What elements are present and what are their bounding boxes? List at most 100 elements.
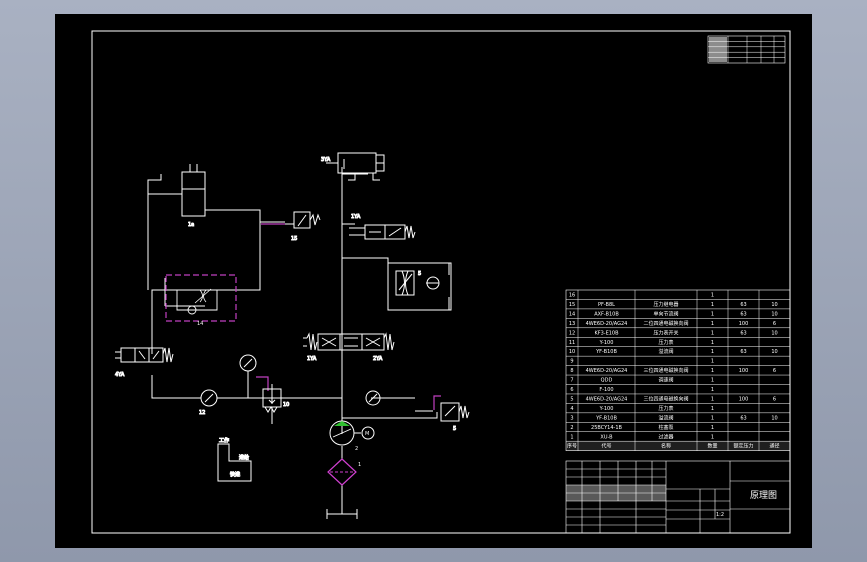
bom-row: 10 YF-B10B 溢流阀 1 63 10 xyxy=(569,348,778,355)
bom-cell: 名称 xyxy=(661,443,671,450)
bom-cell: 4 xyxy=(570,406,573,412)
bom-cell: 溢流阀 xyxy=(658,348,673,355)
label-valve-right: 5 xyxy=(453,426,456,432)
bom-cell: 1 xyxy=(711,396,714,402)
drawing-title: 原理图 xyxy=(750,490,777,501)
pressure-switch: 15 xyxy=(261,211,321,243)
throttle-check-valve-14: 14 xyxy=(165,274,237,327)
bom-cell: 三位四通电磁换向阀 xyxy=(643,367,688,374)
pump-motor: M 2 xyxy=(329,420,375,452)
label-relief-10: 10 xyxy=(283,402,289,408)
bom-cell: 1 xyxy=(711,293,714,299)
label-dir-valve-b: 2YA xyxy=(373,356,383,362)
label-motor: M xyxy=(365,431,369,437)
bom-cell: 三位四通电磁换向阀 xyxy=(643,395,688,402)
solenoid-valve-upper: 1YA xyxy=(349,214,416,240)
bom-cell: 7 xyxy=(570,378,573,384)
bom-cell: 1 xyxy=(711,311,714,317)
drawing-scale: 1:2 xyxy=(716,512,724,518)
bom-cell: 二位四通电磁换向阀 xyxy=(643,320,688,327)
bom-cell: 调速阀 xyxy=(658,377,673,384)
bom-cell: 6 xyxy=(773,321,776,327)
bom-cell: 1 xyxy=(711,415,714,421)
directional-valve-main: 1YA 2YA xyxy=(303,332,395,363)
bom-cell: 63 xyxy=(740,302,746,308)
bom-cell: 10 xyxy=(771,330,777,336)
bom-cell: 1 xyxy=(711,368,714,374)
bom-cell: 溢流阀 xyxy=(658,414,673,421)
bom-cell: 63 xyxy=(740,311,746,317)
bom-cell: 15 xyxy=(569,302,575,308)
bom-cell: 63 xyxy=(740,330,746,336)
bom-cell: 4WE6D-20/AG24 xyxy=(586,321,628,327)
bom-cell: F-100 xyxy=(599,387,613,393)
bom-cell: 10 xyxy=(771,415,777,421)
bom-cell: 1 xyxy=(711,359,714,365)
bom-cell: 100 xyxy=(739,321,749,327)
revision-table xyxy=(707,35,786,64)
bom-cell: YF-B10B xyxy=(595,415,617,421)
bom-row: 13 4WE6D-20/AG24 二位四通电磁换向阀 1 100 6 xyxy=(569,320,776,327)
bom-cell: 压力表 xyxy=(658,339,673,346)
workpiece-sketch: 工作 进给 快进 xyxy=(217,437,252,482)
label-feed: 进给 xyxy=(239,454,249,461)
bom-cell: 100 xyxy=(739,368,749,374)
solenoid-valve-right: 5 xyxy=(433,395,470,433)
bom-cell: 9 xyxy=(570,359,573,365)
bom-cell: 10 xyxy=(771,349,777,355)
bom-cell: 额定压力 xyxy=(733,443,753,450)
bom-cell: 100 xyxy=(739,396,749,402)
bom-cell: 1 xyxy=(711,378,714,384)
bom-cell: Y-100 xyxy=(599,340,614,346)
relief-valve-10: 10 xyxy=(256,376,290,424)
filter: 1 xyxy=(327,458,361,486)
hydraulic-schematic: 1a 15 14 xyxy=(91,30,791,534)
drawing-sheet: 1a 15 14 xyxy=(55,14,812,548)
bom-cell: 4WE6D-20/AG24 xyxy=(586,368,628,374)
bom-cell: XU-B xyxy=(600,434,613,440)
bom-cell: 1 xyxy=(711,425,714,431)
bom-cell: 1 xyxy=(711,330,714,336)
bom-cell: 1 xyxy=(711,349,714,355)
label-work-box: 工作 xyxy=(219,437,229,444)
bom-cell: 63 xyxy=(740,349,746,355)
bom-cell: 1 xyxy=(711,321,714,327)
speed-control-valve: 5 xyxy=(387,262,452,311)
bom-cell: 1 xyxy=(711,340,714,346)
bom-cell: Y-100 xyxy=(599,406,614,412)
bom-cell: 1 xyxy=(711,406,714,412)
bom-cell: 单向节流阀 xyxy=(653,310,678,317)
solenoid-valve-left: 4YA xyxy=(115,347,174,379)
pressure-gauge-right xyxy=(365,390,381,406)
bom-row: 6 F-100 1 xyxy=(570,387,714,393)
label-pressure-switch: 15 xyxy=(291,236,297,242)
bom-cell: 8 xyxy=(570,368,573,374)
label-dir-valve-a: 1YA xyxy=(307,356,317,362)
label-filter: 1 xyxy=(358,462,361,468)
bom-cell: 6 xyxy=(570,387,573,393)
cylinder-top: 3YA xyxy=(321,152,385,181)
bom-cell: 压力继电器 xyxy=(653,301,678,308)
bom-cell: 13 xyxy=(569,321,575,327)
label-pump: 2 xyxy=(355,446,358,452)
label-solenoid-left: 4YA xyxy=(115,372,125,378)
bom-cell: 25BCY14-1B xyxy=(591,425,623,431)
bom-cell: 压力表开关 xyxy=(653,329,678,336)
label-valve-14: 14 xyxy=(197,321,203,327)
bom-cell: 10 xyxy=(569,349,575,355)
bom-cell: KF3-E10B xyxy=(594,330,619,336)
bom-cell: 3 xyxy=(570,415,573,421)
bom-cell: YF-B10B xyxy=(595,349,617,355)
label-work: 快进 xyxy=(230,471,240,478)
bom-header-row: 序号代号名称数量额定压力通径 xyxy=(567,443,780,450)
bom-cell: 1 xyxy=(711,387,714,393)
